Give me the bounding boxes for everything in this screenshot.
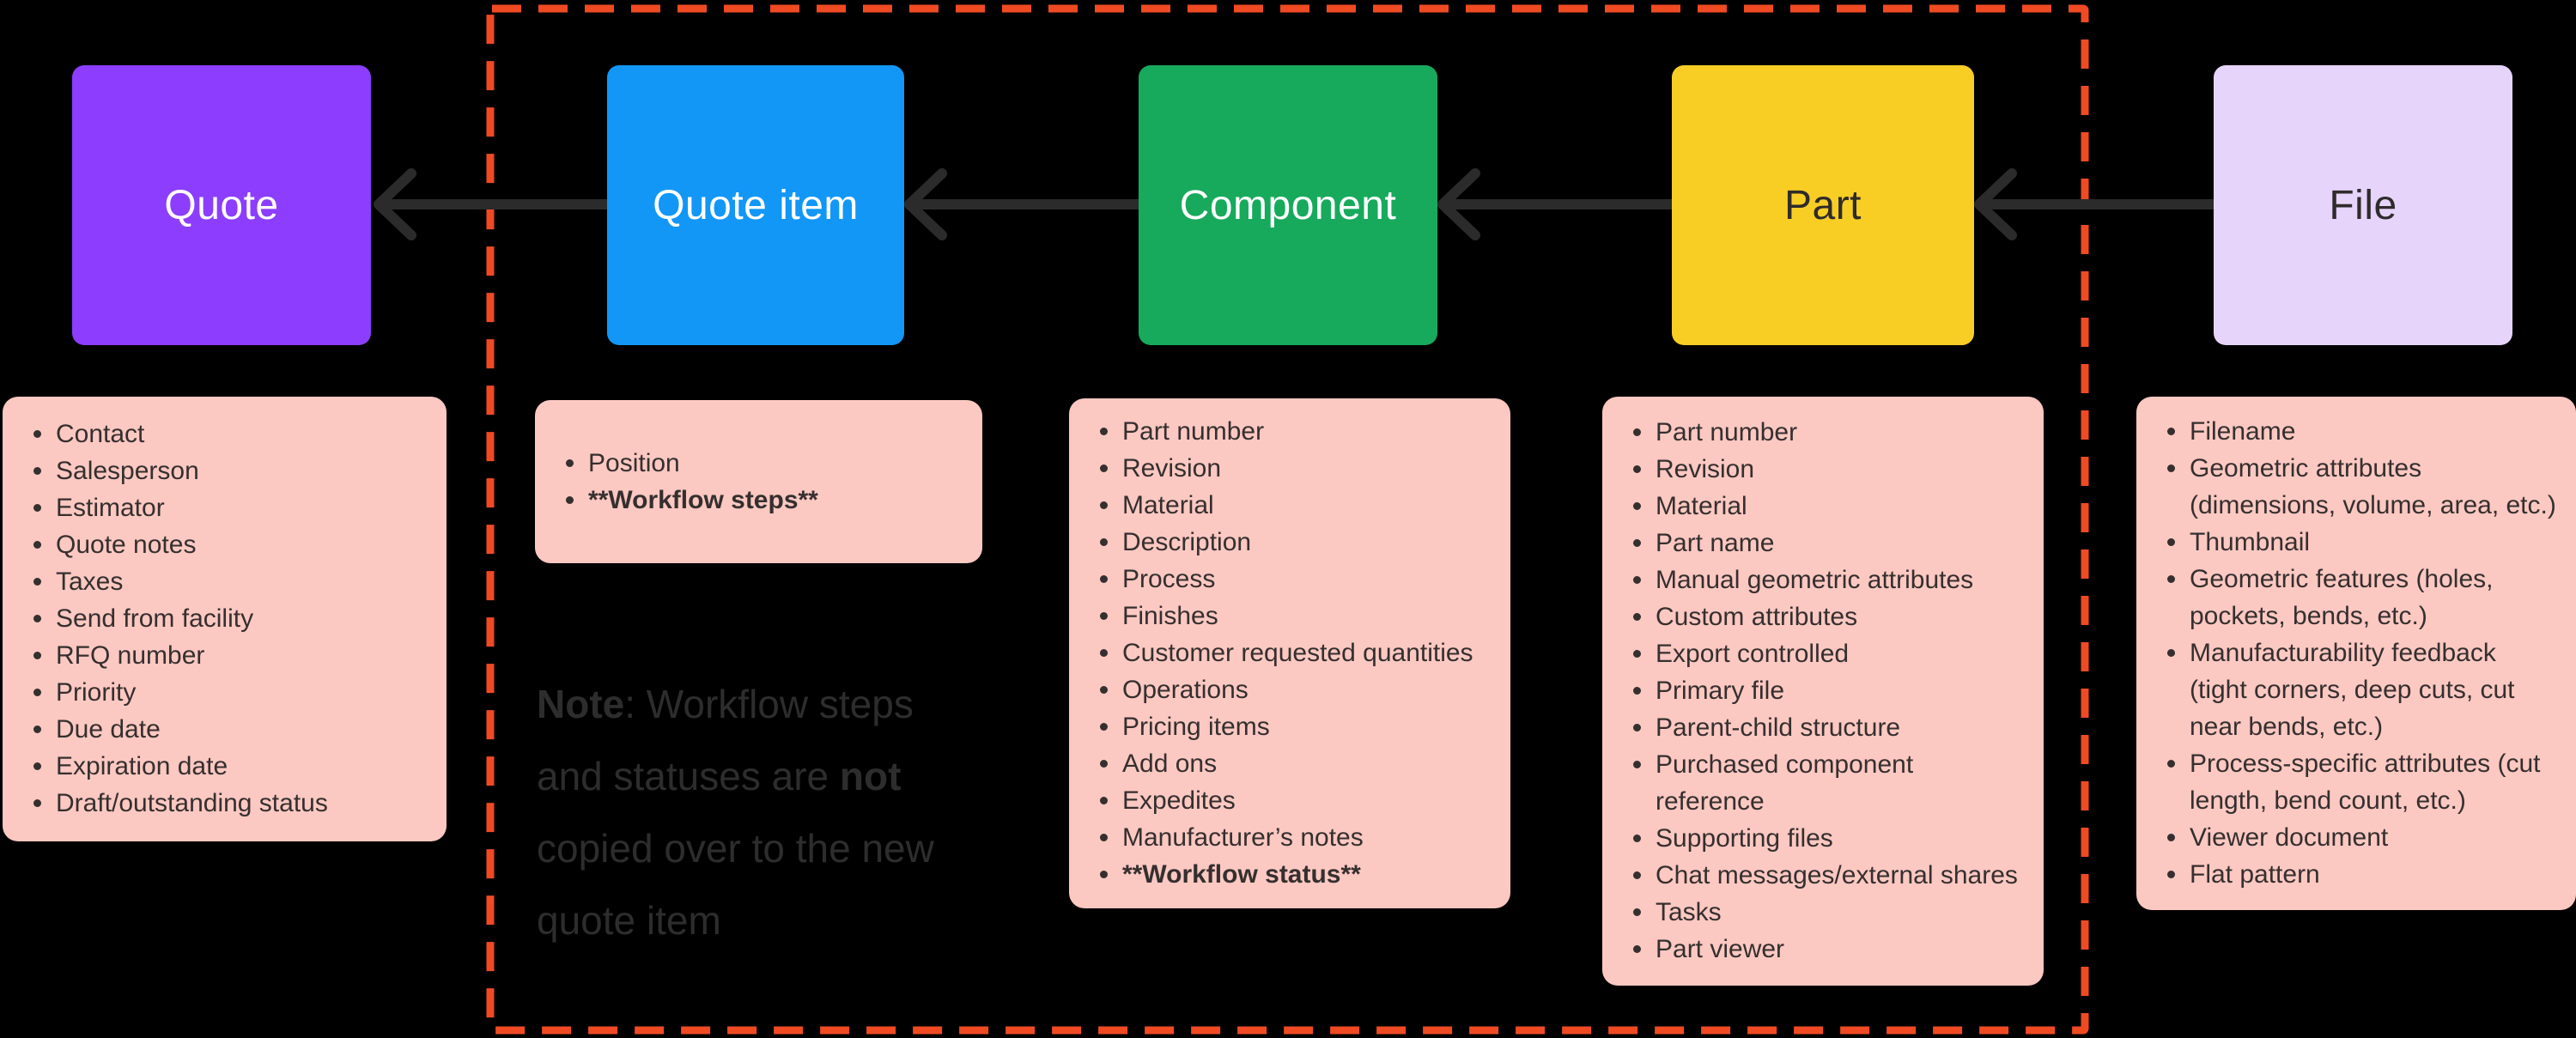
node-quote: Quote <box>72 65 371 345</box>
note-text: Note: Workflow steps and statuses are no… <box>537 668 990 956</box>
list-item: Manufacturer’s notes <box>1093 819 1500 856</box>
list-item: Chat messages/external shares <box>1626 857 2033 894</box>
part-attributes-list: Part number Revision Material Part name … <box>1602 397 2044 986</box>
list-item: Primary file <box>1626 672 2033 709</box>
list-item: Quote notes <box>27 526 436 563</box>
list-item: Send from facility <box>27 600 436 637</box>
list-item: Customer requested quantities <box>1093 634 1500 671</box>
note-body: copied over to the new quote item <box>537 826 934 943</box>
list-item: Process-specific attributes (cut length,… <box>2160 745 2566 819</box>
list-item: Part number <box>1626 414 2033 451</box>
node-quote-item-label: Quote item <box>653 182 859 228</box>
note-body: Workflow steps and statuses are <box>537 682 914 798</box>
quote-attributes-list: Contact Salesperson Estimator Quote note… <box>3 397 447 841</box>
list-item: Filename <box>2160 413 2566 450</box>
list-item: Supporting files <box>1626 820 2033 857</box>
arrow-component-to-quote-item <box>904 168 1144 240</box>
note-lead: Note <box>537 682 625 726</box>
list-item: Draft/outstanding status <box>27 785 436 822</box>
attribute-list: Part number Revision Material Descriptio… <box>1093 413 1500 893</box>
list-item: Finishes <box>1093 598 1500 634</box>
list-item: **Workflow status** <box>1093 856 1500 893</box>
attribute-list: Contact Salesperson Estimator Quote note… <box>27 416 436 822</box>
quote-item-attributes-list: Position **Workflow steps** <box>535 400 982 563</box>
node-quote-label: Quote <box>164 182 279 228</box>
list-item: Purchased component reference <box>1626 746 2033 820</box>
node-component-label: Component <box>1179 182 1397 228</box>
arrow-part-to-component <box>1437 168 1677 240</box>
node-file-label: File <box>2329 182 2397 228</box>
list-item: Manual geometric attributes <box>1626 561 2033 598</box>
copied-scope-dashed-border <box>486 4 2089 1035</box>
list-item: Revision <box>1626 451 2033 488</box>
list-item: Add ons <box>1093 745 1500 782</box>
list-item: Salesperson <box>27 452 436 489</box>
list-item: Material <box>1093 487 1500 524</box>
list-item: Estimator <box>27 489 436 526</box>
list-item: Revision <box>1093 450 1500 487</box>
list-item: Pricing items <box>1093 708 1500 745</box>
node-quote-item: Quote item <box>607 65 904 345</box>
arrow-file-to-part <box>1974 168 2219 240</box>
component-attributes-list: Part number Revision Material Descriptio… <box>1069 398 1510 908</box>
note-separator: : <box>624 682 647 726</box>
list-item: Tasks <box>1626 894 2033 931</box>
list-item: Due date <box>27 711 436 748</box>
list-item: Expedites <box>1093 782 1500 819</box>
note-emphasis: not <box>839 754 902 798</box>
list-item: Manufacturability feedback (tight corner… <box>2160 634 2566 745</box>
list-item: Position <box>559 445 972 482</box>
list-item: Export controlled <box>1626 635 2033 672</box>
node-file: File <box>2214 65 2512 345</box>
list-item: Priority <box>27 674 436 711</box>
list-item: Part number <box>1093 413 1500 450</box>
list-item: Process <box>1093 561 1500 598</box>
list-item: RFQ number <box>27 637 436 674</box>
list-item: Expiration date <box>27 748 436 785</box>
node-part: Part <box>1672 65 1974 345</box>
list-item: Material <box>1626 488 2033 525</box>
list-item: Operations <box>1093 671 1500 708</box>
list-item: Description <box>1093 524 1500 561</box>
attribute-list: Position **Workflow steps** <box>559 445 972 519</box>
list-item: Geometric features (holes, pockets, bend… <box>2160 561 2566 634</box>
list-item: Part name <box>1626 525 2033 561</box>
list-item: Flat pattern <box>2160 856 2566 893</box>
node-part-label: Part <box>1783 182 1862 228</box>
list-item: **Workflow steps** <box>559 482 972 519</box>
list-item: Taxes <box>27 563 436 600</box>
file-attributes-list: Filename Geometric attributes (dimension… <box>2136 397 2576 910</box>
list-item: Viewer document <box>2160 819 2566 856</box>
attribute-list: Part number Revision Material Part name … <box>1626 414 2033 968</box>
list-item: Geometric attributes (dimensions, volume… <box>2160 450 2566 524</box>
list-item: Parent-child structure <box>1626 709 2033 746</box>
list-item: Contact <box>27 416 436 452</box>
attribute-list: Filename Geometric attributes (dimension… <box>2160 413 2566 893</box>
arrow-quote-item-to-quote <box>374 168 612 240</box>
list-item: Part viewer <box>1626 931 2033 968</box>
list-item: Thumbnail <box>2160 524 2566 561</box>
node-component: Component <box>1139 65 1437 345</box>
list-item: Custom attributes <box>1626 598 2033 635</box>
